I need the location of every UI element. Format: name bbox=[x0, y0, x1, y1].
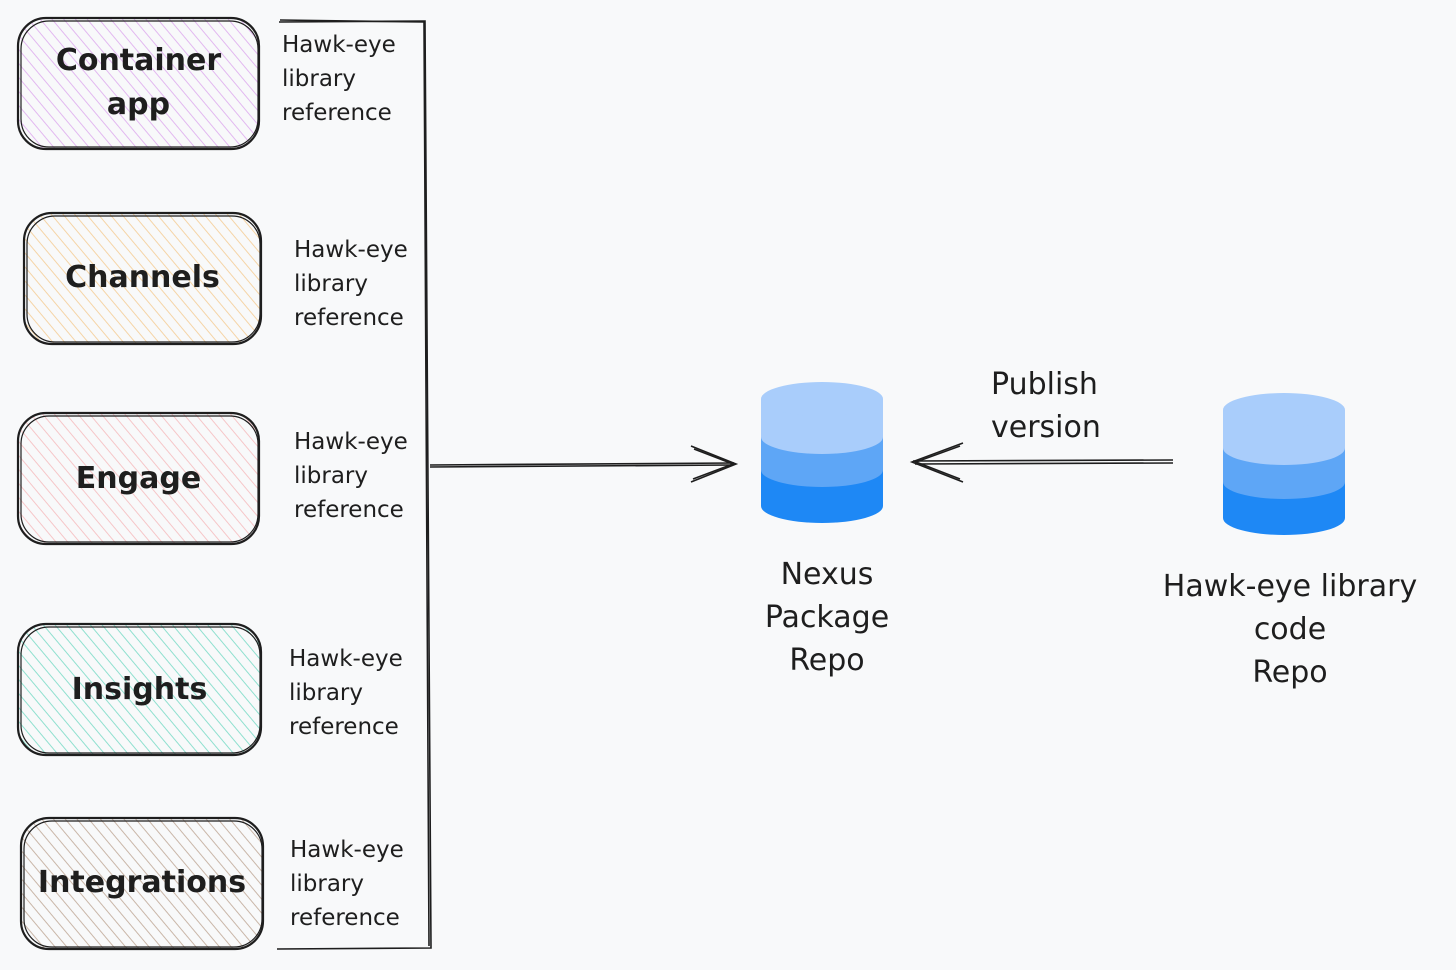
app-label-insights: Insights bbox=[71, 672, 208, 707]
publish-version-label: Publish version bbox=[991, 367, 1101, 445]
app-box-insights bbox=[16, 622, 263, 757]
app-label-container: Container app bbox=[55, 43, 222, 122]
app-label-engage: Engage bbox=[75, 461, 202, 496]
hawkeye-repo-label: Hawk-eye library code Repo bbox=[1162, 569, 1418, 690]
reference-label: Hawk-eye library reference bbox=[290, 837, 404, 931]
reference-label: Hawk-eye library reference bbox=[294, 237, 408, 331]
app-box-engage bbox=[16, 411, 261, 546]
reference-bracket bbox=[276, 19, 432, 950]
nexus-database-icon bbox=[761, 382, 883, 523]
reference-arrow bbox=[429, 445, 739, 483]
reference-label: Hawk-eye library reference bbox=[282, 32, 396, 126]
app-box-integrations bbox=[19, 816, 265, 951]
app-box-container bbox=[16, 16, 261, 151]
reference-label: Hawk-eye library reference bbox=[289, 646, 403, 740]
publish-arrow bbox=[909, 442, 1174, 483]
app-box-channels bbox=[22, 211, 263, 346]
app-label-channels: Channels bbox=[65, 260, 220, 295]
app-label-integrations: Integrations bbox=[37, 865, 247, 900]
hawkeye-database-icon bbox=[1223, 393, 1345, 535]
reference-label: Hawk-eye library reference bbox=[294, 429, 408, 523]
nexus-repo-label: Nexus Package Repo bbox=[764, 557, 890, 678]
